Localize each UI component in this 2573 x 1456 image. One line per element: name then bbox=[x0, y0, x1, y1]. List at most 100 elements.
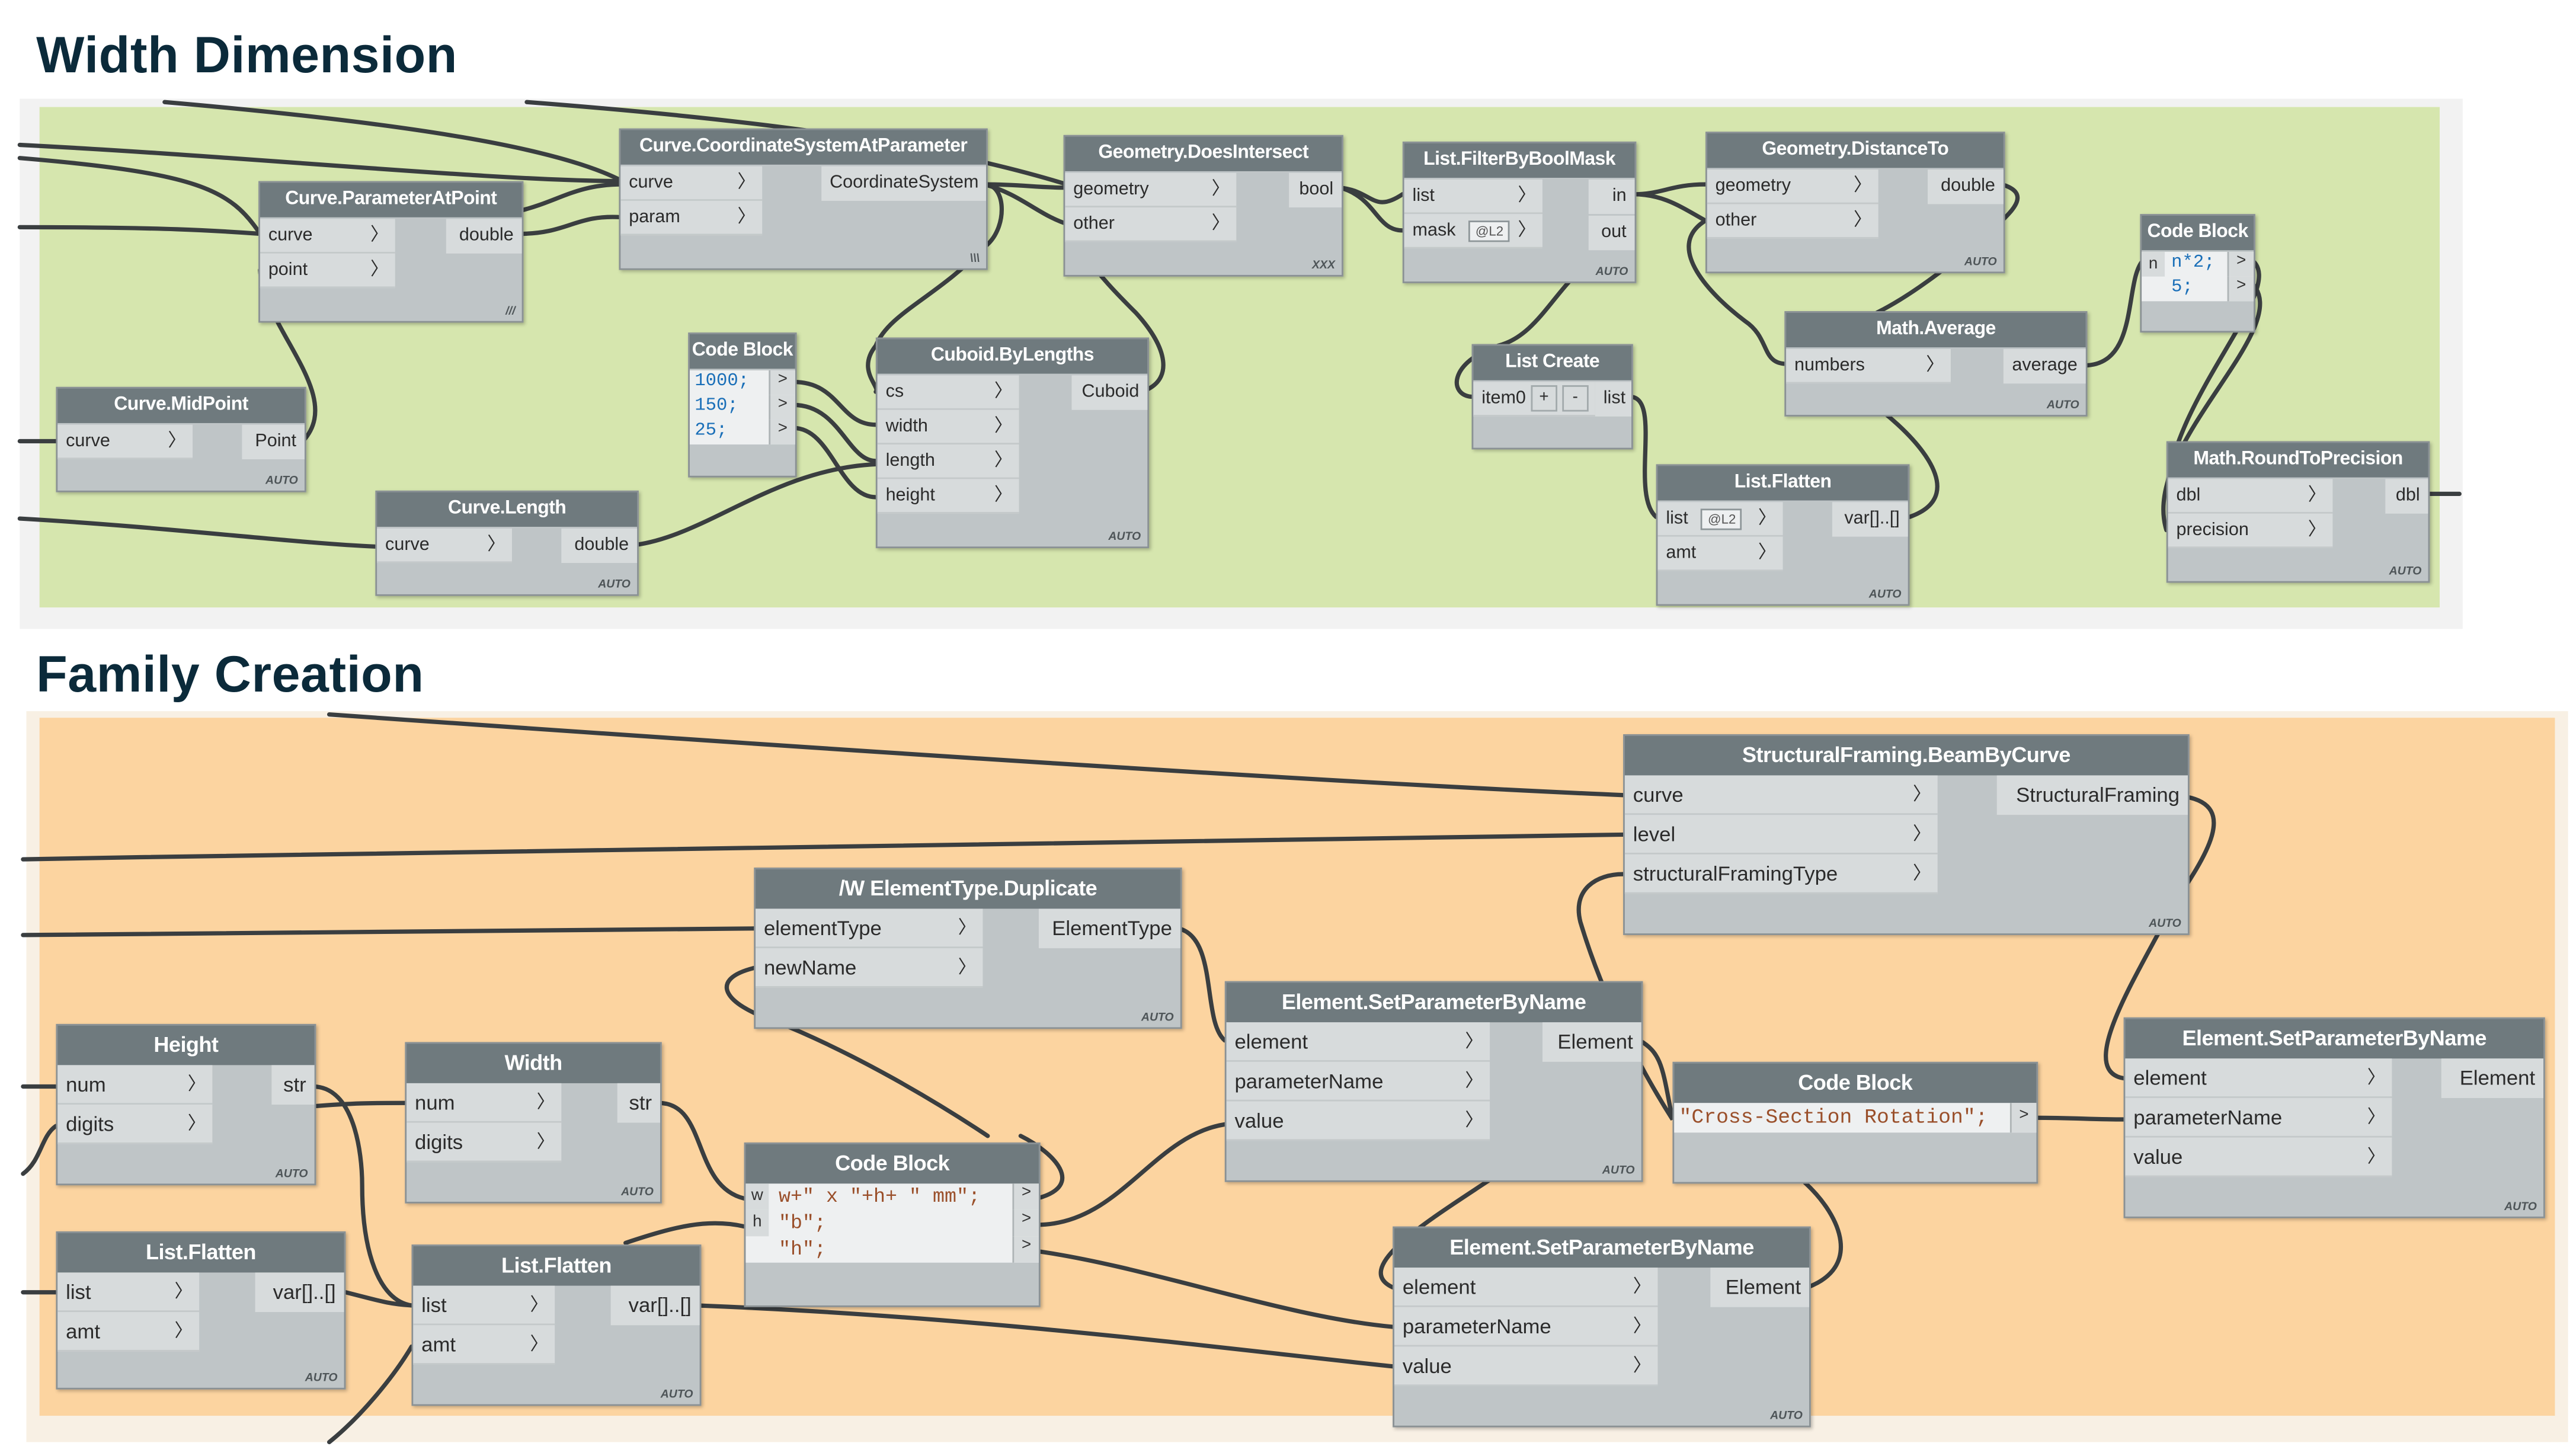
input-port-value[interactable]: value〉 bbox=[1394, 1346, 1658, 1387]
input-port-param[interactable]: param〉 bbox=[620, 200, 763, 236]
node-width[interactable]: Width num〉 digits〉 str AUTO bbox=[405, 1042, 662, 1204]
input-port-curve[interactable]: curve〉 bbox=[57, 424, 193, 460]
input-port-num[interactable]: num〉 bbox=[407, 1083, 562, 1123]
output-port-coordinatesystem[interactable]: CoordinateSystem bbox=[821, 166, 987, 201]
input-port-element[interactable]: element〉 bbox=[2125, 1058, 2392, 1098]
input-port-list[interactable]: list@L2〉 bbox=[1657, 502, 1783, 537]
code-editor[interactable]: "Cross-Section Rotation"; > bbox=[1674, 1103, 2037, 1133]
output-arrow-icon[interactable]: > bbox=[2227, 276, 2254, 302]
node-list-flatten-b[interactable]: List.Flatten list〉 amt〉 var[]..[] AUTO bbox=[411, 1244, 702, 1406]
output-arrow-icon[interactable]: > bbox=[769, 370, 795, 395]
input-port-length[interactable]: length〉 bbox=[877, 444, 1019, 479]
list-level-dropdown[interactable]: @L2 bbox=[1701, 508, 1743, 530]
output-port-double[interactable]: double bbox=[446, 219, 522, 254]
input-port-parametername[interactable]: parameterName〉 bbox=[2125, 1097, 2392, 1138]
add-input-button[interactable]: + bbox=[1531, 385, 1557, 412]
output-port-bool[interactable]: bool bbox=[1289, 172, 1342, 208]
input-port-amt[interactable]: amt〉 bbox=[57, 1312, 200, 1352]
input-port-list[interactable]: list〉 bbox=[1404, 179, 1542, 215]
lacing-indicator[interactable]: AUTO bbox=[265, 475, 298, 488]
input-port-newname[interactable]: newName〉 bbox=[756, 948, 983, 988]
node-structuralframing-beambycurve[interactable]: StructuralFraming.BeamByCurve curve〉 lev… bbox=[1623, 734, 2190, 935]
input-port-digits[interactable]: digits〉 bbox=[407, 1122, 562, 1163]
input-port-other[interactable]: other〉 bbox=[1707, 204, 1878, 239]
code-editor[interactable]: n n*2; 5; > > bbox=[2142, 252, 2254, 302]
input-port-amt[interactable]: amt〉 bbox=[1657, 536, 1783, 571]
node-list-flatten[interactable]: List.Flatten list@L2〉 amt〉 var[]..[] AUT… bbox=[1656, 464, 1910, 606]
output-port-in[interactable]: in bbox=[1588, 179, 1635, 215]
node-code-block-small[interactable]: Code Block n n*2; 5; > > bbox=[2140, 214, 2255, 333]
output-port-structuralframing[interactable]: StructuralFraming bbox=[1996, 775, 2188, 815]
output-port-elementtype[interactable]: ElementType bbox=[1038, 908, 1180, 949]
input-port-curve[interactable]: curve〉 bbox=[620, 166, 763, 201]
input-port-height[interactable]: height〉 bbox=[877, 479, 1019, 514]
output-port-element[interactable]: Element bbox=[1542, 1022, 1641, 1062]
node-code-block-names[interactable]: Code Block w h w+" x "+h+ " mm"; "b"; "h… bbox=[744, 1142, 1041, 1307]
output-port-str[interactable]: str bbox=[271, 1065, 315, 1105]
input-port-precision[interactable]: precision〉 bbox=[2168, 513, 2333, 549]
input-port-element[interactable]: element〉 bbox=[1394, 1268, 1658, 1307]
lacing-indicator[interactable]: \\\ bbox=[969, 253, 980, 265]
lacing-indicator[interactable]: AUTO bbox=[2149, 919, 2181, 930]
code-line[interactable]: "b"; bbox=[778, 1211, 827, 1235]
input-port-elementtype[interactable]: elementType〉 bbox=[756, 908, 983, 949]
node-list-filterbyboolmask[interactable]: List.FilterByBoolMask list〉 mask@L2〉 in … bbox=[1402, 141, 1637, 283]
input-port-h[interactable]: h bbox=[745, 1209, 769, 1237]
node-curve-midpoint[interactable]: Curve.MidPoint curve〉 Point AUTO bbox=[56, 386, 306, 492]
input-port-list[interactable]: list〉 bbox=[413, 1285, 555, 1326]
input-port-numbers[interactable]: numbers〉 bbox=[1786, 348, 1951, 384]
node-geometry-distanceto[interactable]: Geometry.DistanceTo geometry〉 other〉 dou… bbox=[1705, 132, 2005, 274]
output-port-double[interactable]: double bbox=[561, 528, 638, 564]
node-curve-parameteratpoint[interactable]: Curve.ParameterAtPoint curve〉 point〉 dou… bbox=[258, 181, 524, 323]
code-line[interactable]: 5; bbox=[2171, 278, 2193, 298]
input-port-parametername[interactable]: parameterName〉 bbox=[1394, 1307, 1658, 1347]
input-port-item0[interactable]: item0+- bbox=[1473, 382, 1595, 417]
code-line[interactable]: n*2; bbox=[2171, 253, 2215, 274]
output-port-dbl[interactable]: dbl bbox=[2385, 479, 2428, 514]
node-element-setparameterbyname-1[interactable]: Element.SetParameterByName element〉 para… bbox=[1224, 981, 1643, 1182]
lacing-indicator[interactable]: /// bbox=[505, 306, 516, 318]
input-port-value[interactable]: value〉 bbox=[2125, 1137, 2392, 1177]
lacing-indicator[interactable]: AUTO bbox=[2046, 400, 2079, 412]
remove-input-button[interactable]: - bbox=[1562, 385, 1589, 412]
input-port-parametername[interactable]: parameterName〉 bbox=[1226, 1061, 1490, 1102]
output-port-point[interactable]: Point bbox=[242, 424, 305, 460]
code-line[interactable]: "h"; bbox=[778, 1238, 827, 1261]
input-port-curve[interactable]: curve〉 bbox=[377, 528, 512, 564]
node-list-flatten-a[interactable]: List.Flatten list〉 amt〉 var[]..[] AUTO bbox=[56, 1231, 346, 1390]
code-line[interactable]: 150; bbox=[695, 396, 738, 417]
code-editor[interactable]: 1000; 150; 25; > > > bbox=[689, 370, 795, 445]
input-port-level[interactable]: level〉 bbox=[1624, 815, 1938, 855]
output-arrow-icon[interactable]: > bbox=[769, 420, 795, 445]
code-line[interactable]: "Cross-Section Rotation"; bbox=[1679, 1106, 1988, 1129]
output-port-list[interactable]: list bbox=[1595, 382, 1631, 417]
lacing-indicator[interactable]: AUTO bbox=[1602, 1165, 1635, 1177]
input-port-num[interactable]: num〉 bbox=[57, 1065, 213, 1105]
lacing-indicator[interactable]: AUTO bbox=[1108, 532, 1141, 543]
node-math-average[interactable]: Math.Average numbers〉 average AUTO bbox=[1784, 311, 2088, 417]
lacing-indicator[interactable]: AUTO bbox=[621, 1186, 654, 1199]
output-port-double[interactable]: double bbox=[1928, 169, 2004, 204]
input-port-width[interactable]: width〉 bbox=[877, 409, 1019, 445]
input-port-point[interactable]: point〉 bbox=[260, 253, 395, 289]
lacing-indicator[interactable]: AUTO bbox=[2389, 566, 2422, 578]
output-port-str[interactable]: str bbox=[617, 1083, 660, 1123]
input-port-other[interactable]: other〉 bbox=[1065, 207, 1237, 242]
output-port-var[interactable]: var[]..[] bbox=[1832, 502, 1908, 537]
input-port-w[interactable]: w bbox=[745, 1183, 769, 1210]
output-arrow-icon[interactable]: > bbox=[1012, 1209, 1039, 1237]
output-port-var[interactable]: var[]..[] bbox=[610, 1285, 700, 1326]
input-port-curve[interactable]: curve〉 bbox=[1624, 775, 1938, 815]
input-port-amt[interactable]: amt〉 bbox=[413, 1325, 555, 1365]
output-arrow-icon[interactable]: > bbox=[1012, 1183, 1039, 1210]
code-line[interactable]: w+" x "+h+ " mm"; bbox=[778, 1185, 981, 1209]
output-arrow-icon[interactable]: > bbox=[1012, 1236, 1039, 1263]
code-line[interactable]: 1000; bbox=[695, 372, 750, 392]
node-math-roundtoprecision[interactable]: Math.RoundToPrecision dbl〉 precision〉 db… bbox=[2166, 441, 2430, 583]
input-port-geometry[interactable]: geometry〉 bbox=[1065, 172, 1237, 208]
lacing-indicator[interactable]: AUTO bbox=[1595, 267, 1628, 279]
input-port-geometry[interactable]: geometry〉 bbox=[1707, 169, 1878, 204]
node-list-create[interactable]: List Create item0+- list bbox=[1471, 344, 1633, 450]
lacing-indicator[interactable]: AUTO bbox=[1964, 257, 1997, 268]
